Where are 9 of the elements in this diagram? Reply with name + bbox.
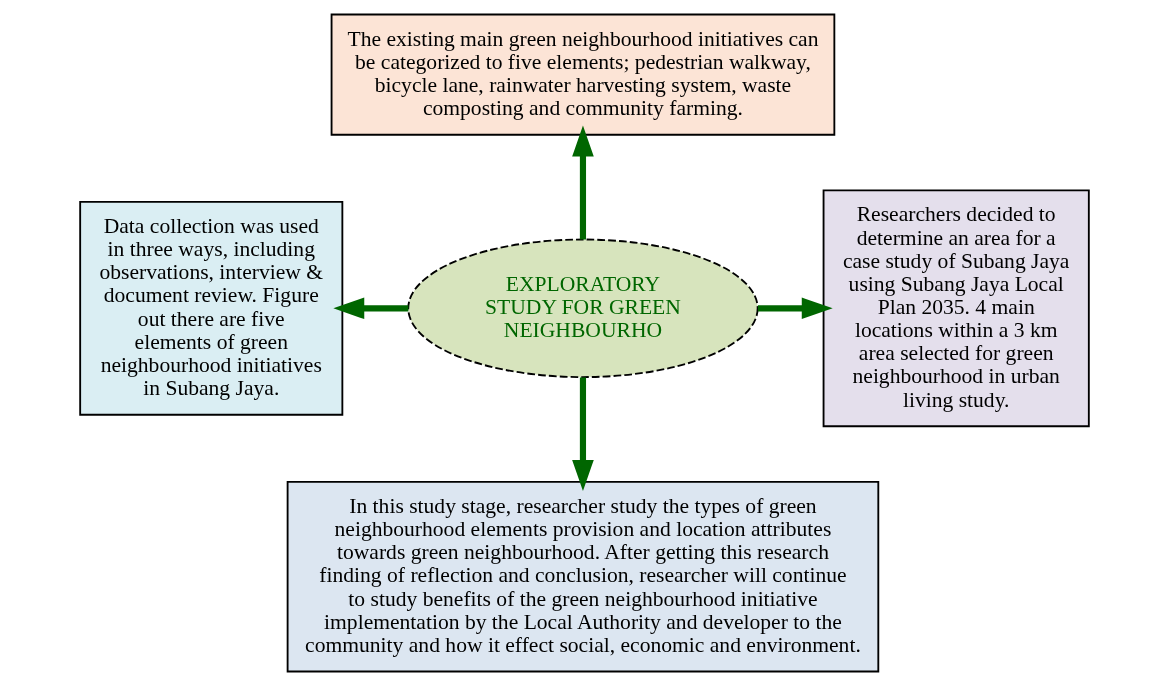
- arrow: [572, 377, 594, 491]
- node-box: Data collection was used in three ways, including observations, interview & document review. Figure out there are five elements of green neighbourhood initiatives in Subang Jaya.: [79, 200, 344, 416]
- arrow: [572, 125, 594, 240]
- node-ellipse: EXPLORATORY STUDY FOR GREEN NEIGHBOURHO: [407, 238, 759, 378]
- arrow: [757, 297, 833, 320]
- node-box: In this study stage, researcher study the types of green neighbourhood elements provision and location attributes towards green neighbourhood. After getting this research finding of reflection and conclusion, researcher will continue to study benefits of the green neighbourhood initiative implementation by the Local Authority and developer to the community and how it effect social, economic and environment.: [286, 480, 880, 673]
- arrow: [333, 297, 409, 320]
- node-box: The existing main green neighbourhood initiatives can be categorized to five elements; pedestrian walkway, bicycle lane, rainwater harvesting system, waste composting and community farming.: [330, 13, 836, 136]
- node-box: Researchers decided to determine an area for a case study of Subang Jaya using Subang Jaya Local Plan 2035. 4 main locations within a 3 km area selected for green neighbourhood in urban living study.: [822, 189, 1090, 428]
